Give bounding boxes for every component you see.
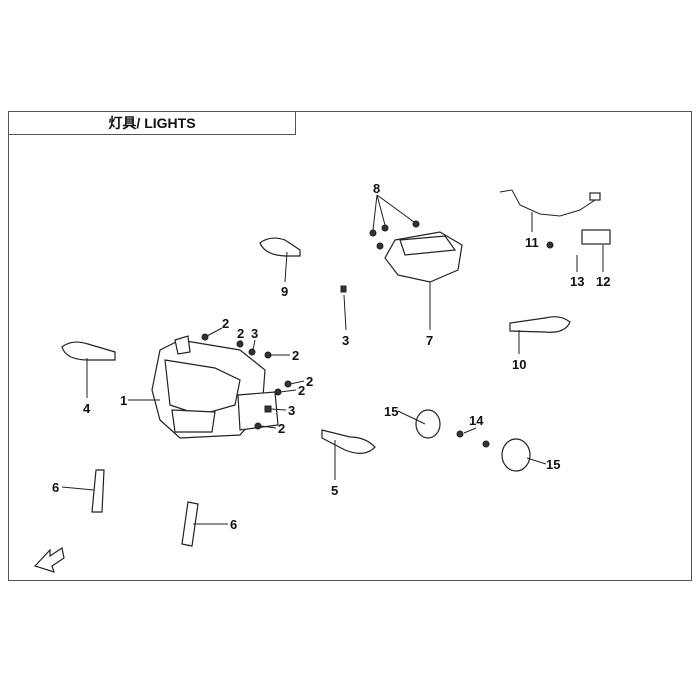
callout-11: 11 xyxy=(525,235,539,250)
callout-1: 1 xyxy=(120,393,127,408)
callout-15: 15 xyxy=(546,457,560,472)
callout-12: 12 xyxy=(596,274,610,289)
headlight-assembly xyxy=(151,335,279,439)
callout-2: 2 xyxy=(278,421,285,436)
callout-2: 2 xyxy=(298,383,305,398)
callout-3: 3 xyxy=(251,326,258,341)
callout-2: 2 xyxy=(292,348,299,363)
callout-7: 7 xyxy=(426,333,433,348)
round-reflector xyxy=(501,438,531,472)
round-reflector xyxy=(415,409,441,439)
callout-15: 15 xyxy=(384,404,398,419)
callout-8: 8 xyxy=(373,181,380,196)
callout-6: 6 xyxy=(230,517,237,532)
callout-3: 3 xyxy=(288,403,295,418)
reflector xyxy=(91,469,105,513)
connector xyxy=(589,192,601,201)
callout-10: 10 xyxy=(512,357,526,372)
callout-2: 2 xyxy=(237,326,244,341)
callout-9: 9 xyxy=(281,284,288,299)
screws xyxy=(201,220,554,448)
callout-6: 6 xyxy=(52,480,59,495)
taillight xyxy=(384,231,463,283)
callout-2: 2 xyxy=(306,374,313,389)
fwd-arrow-logo xyxy=(33,547,65,573)
diagram-frame xyxy=(8,111,692,581)
callout-2: 2 xyxy=(222,316,229,331)
license-light-wire xyxy=(499,189,601,217)
reflector xyxy=(181,501,199,547)
turn-signals xyxy=(61,237,571,454)
callout-13: 13 xyxy=(570,274,584,289)
callout-3: 3 xyxy=(342,333,349,348)
leader-lines xyxy=(61,194,604,525)
diagram-title: 灯具/ LIGHTS xyxy=(8,111,296,135)
callout-4: 4 xyxy=(83,401,91,416)
callout-5: 5 xyxy=(331,483,338,498)
callout-14: 14 xyxy=(469,413,484,428)
license-light xyxy=(581,229,611,245)
